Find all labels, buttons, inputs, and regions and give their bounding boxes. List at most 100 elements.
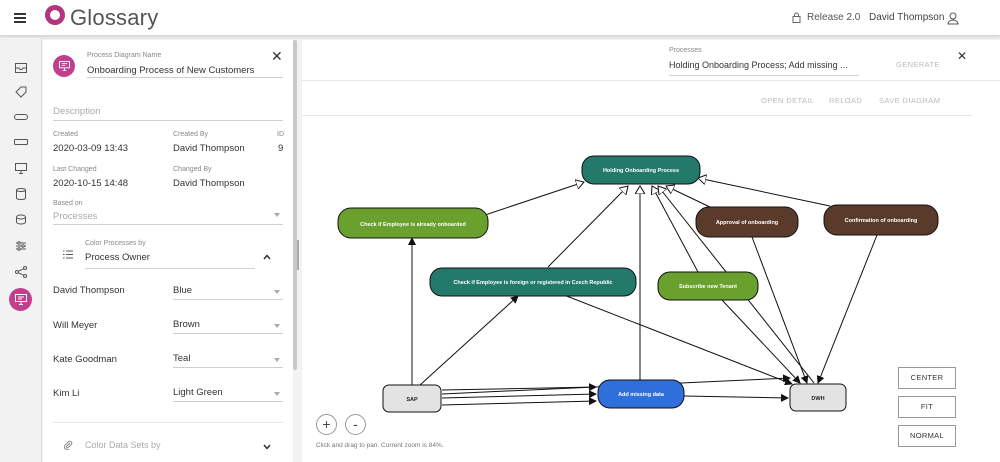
changed-by-value: David Thompson [173, 178, 245, 189]
edge-approval-to-dwh [751, 236, 809, 384]
processes-label: Processes [669, 47, 702, 54]
last-changed-label: Last Changed [53, 166, 97, 173]
node-dwh[interactable]: DWH [789, 383, 847, 412]
hamburger-menu-icon[interactable] [14, 13, 26, 23]
color-processes-label: Color Processes by [85, 240, 146, 247]
chevron-up-icon[interactable] [263, 254, 271, 260]
owner-color-select-2[interactable]: Brown [173, 319, 200, 330]
section-divider [53, 422, 283, 423]
save-diagram-button[interactable]: SAVE DIAGRAM [879, 96, 941, 105]
process-diagram-nav-icon[interactable] [9, 288, 32, 311]
id-label: ID [277, 131, 284, 138]
owner-color-select-3[interactable]: Teal [173, 353, 191, 364]
open-detail-button[interactable]: OPEN DETAIL [761, 96, 815, 105]
database-icon[interactable] [11, 186, 31, 202]
chevron-down-icon[interactable] [263, 444, 271, 450]
owner-name-4: Kim Li [53, 388, 80, 399]
datastore-icon[interactable] [11, 212, 31, 228]
normal-button[interactable]: NORMAL [898, 425, 956, 447]
changed-by-label: Changed By [173, 166, 212, 173]
owner-name-3: Kate Goodman [53, 354, 117, 365]
panel-resize-handle[interactable] [297, 240, 299, 270]
process-diagram-canvas[interactable]: Holding Onboarding Process Check if Empl… [302, 40, 1000, 462]
edge-confirmation-to-holding [698, 178, 831, 207]
pill-icon[interactable] [11, 109, 31, 125]
node-confirmation[interactable]: Confirmation of onboarding [823, 204, 939, 236]
owner-color-dropdown-icon-2[interactable] [274, 324, 280, 328]
app-title: Glossary [70, 5, 159, 30]
last-changed-value: 2020-10-15 14:48 [53, 178, 129, 189]
left-nav-rail [0, 38, 42, 462]
zoom-out-button[interactable]: - [345, 414, 366, 435]
zoom-hint: Click and drag to pan. Current zoom is 8… [316, 442, 444, 449]
based-on-underline [53, 224, 283, 225]
tag-icon[interactable] [11, 84, 31, 100]
owner-color-select-1[interactable]: Blue [173, 285, 193, 296]
center-button[interactable]: CENTER [898, 367, 956, 389]
field-icon[interactable] [11, 134, 31, 150]
owner-underline-3 [173, 367, 283, 368]
node-holding[interactable]: Holding Onboarding Process [581, 155, 701, 185]
edge-add-missing-to-dwh [683, 393, 789, 402]
processes-underline [669, 75, 859, 76]
fit-button[interactable]: FIT [898, 396, 956, 418]
reload-button[interactable]: RELOAD [829, 96, 863, 105]
based-on-dropdown-icon[interactable] [274, 213, 280, 217]
edge-sap-to-add-missing-1 [441, 383, 597, 392]
toolbar-divider-1 [302, 80, 1000, 81]
edge-sap-to-add-missing-3 [441, 397, 597, 406]
owner-underline-1 [173, 299, 283, 300]
filter-settings-icon[interactable] [11, 238, 31, 254]
node-check-foreign[interactable]: Check if Employee is foreign or register… [429, 267, 637, 297]
glossary-logo-icon [45, 5, 65, 25]
close-diagram-icon[interactable]: ✕ [957, 49, 968, 63]
share-graph-icon[interactable] [11, 264, 31, 280]
node-sap[interactable]: SAP [382, 384, 442, 413]
color-processes-select[interactable]: Process Owner [85, 252, 150, 263]
node-holding-label: Holding Onboarding Process [603, 168, 679, 174]
top-bar: Glossary Release 2.0 David Thompson [0, 0, 1000, 36]
owner-color-select-4[interactable]: Light Green [173, 387, 223, 398]
node-subscribe[interactable]: Subscribe new Tenant [657, 271, 759, 301]
created-label: Created [53, 131, 78, 138]
node-check-foreign-label: Check if Employee is foreign or register… [453, 280, 612, 286]
owner-color-dropdown-icon-1[interactable] [274, 290, 280, 294]
list-icon [63, 250, 73, 259]
owner-color-dropdown-icon-4[interactable] [274, 392, 280, 396]
diagram-area: Processes Holding Onboarding Process; Ad… [302, 40, 1000, 462]
edge-check-foreign-to-holding [547, 186, 628, 268]
edge-subscribe-to-dwh [721, 299, 801, 384]
id-value: 9 [278, 143, 284, 154]
color-datasets-label[interactable]: Color Data Sets by [85, 440, 161, 450]
process-diagram-avatar-icon [53, 55, 75, 77]
edge-sap-to-check-foreign [419, 295, 519, 386]
inbox-icon[interactable] [11, 60, 31, 76]
node-confirmation-label: Confirmation of onboarding [845, 218, 918, 224]
owner-underline-4 [173, 401, 283, 402]
zoom-in-button[interactable]: + [316, 414, 337, 435]
details-panel: Process Diagram Name Onboarding Process … [43, 40, 293, 462]
name-input[interactable]: Onboarding Process of New Customers [87, 65, 255, 76]
description-underline [53, 120, 283, 121]
processes-select[interactable]: Holding Onboarding Process; Add missing … [669, 60, 848, 70]
user-account-icon[interactable] [946, 11, 960, 25]
generate-button[interactable]: GENERATE [896, 60, 940, 69]
edge-sap-to-add-missing-2 [441, 390, 597, 399]
user-name[interactable]: David Thompson [869, 12, 945, 23]
edge-confirmation-to-dwh [816, 234, 878, 384]
edge-check-foreign-to-dwh [563, 294, 793, 386]
node-approval[interactable]: Approval of onboarding [695, 206, 799, 238]
panel-scrollbar[interactable] [293, 40, 297, 370]
based-on-select[interactable]: Processes [53, 211, 98, 222]
owner-color-dropdown-icon-3[interactable] [274, 358, 280, 362]
owner-name-1: David Thompson [53, 285, 125, 296]
close-panel-icon[interactable]: ✕ [271, 48, 283, 64]
node-add-missing[interactable]: Add missing data [597, 379, 685, 409]
node-check-onboarded[interactable]: Check if Employee is already onboarded [337, 207, 489, 239]
edge-subscribe-to-holding [652, 186, 699, 273]
node-sap-label: SAP [406, 397, 418, 403]
description-input[interactable]: Description [53, 106, 101, 117]
monitor-icon[interactable] [11, 160, 31, 176]
based-on-label: Based on [53, 200, 83, 207]
owner-name-2: Will Meyer [53, 320, 98, 331]
